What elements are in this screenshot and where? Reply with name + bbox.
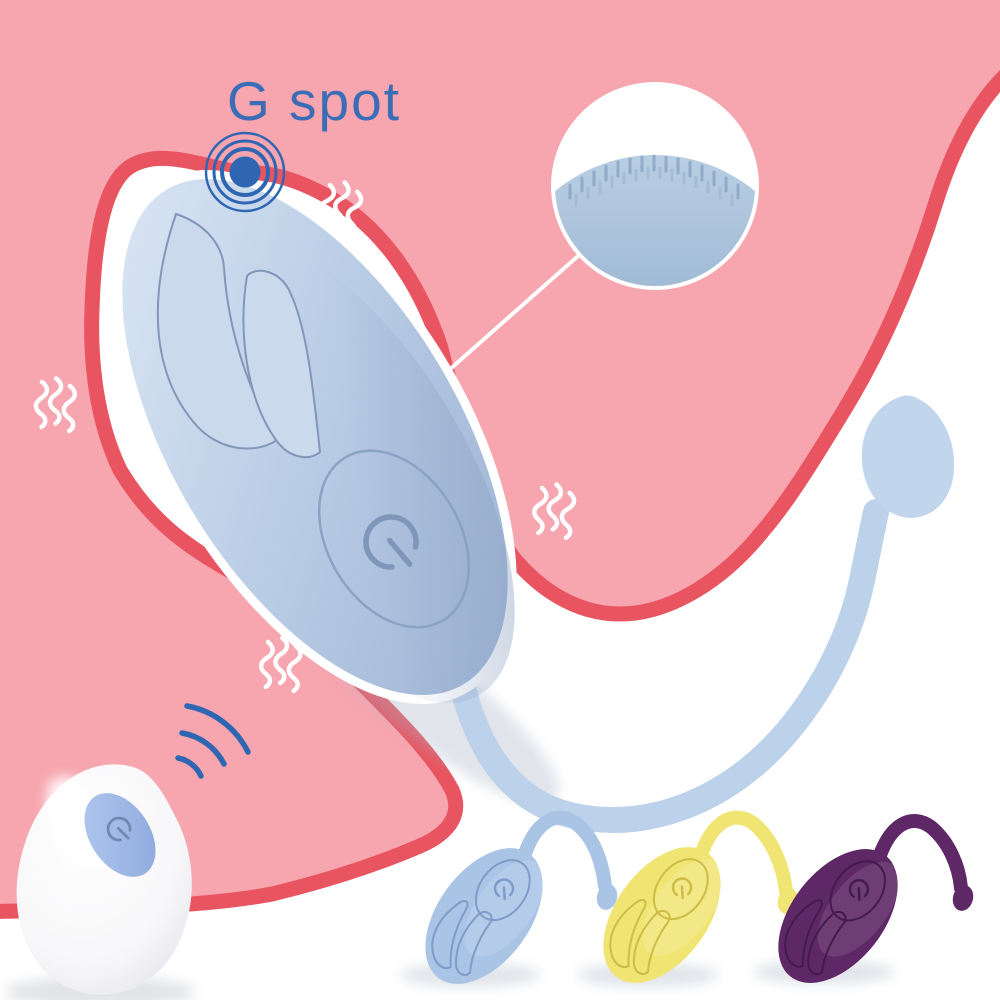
remote-power-button bbox=[84, 793, 156, 877]
texture-bristles-row2 bbox=[574, 166, 734, 207]
variant-egg-highlight bbox=[817, 861, 900, 957]
variant-tail-tip bbox=[596, 884, 618, 910]
variant-tail bbox=[516, 810, 612, 893]
power-icon bbox=[106, 816, 132, 842]
signal-waves-icon bbox=[175, 703, 251, 779]
variant-leaf-large bbox=[431, 900, 469, 970]
magnifier-detail-circle bbox=[438, 82, 759, 380]
power-button-outline bbox=[317, 449, 471, 629]
variant-power-outline bbox=[829, 860, 886, 922]
variant-leaf-large bbox=[784, 899, 823, 968]
power-icon bbox=[848, 879, 870, 901]
egg-leaf-small bbox=[242, 269, 322, 459]
variant-leaf-small bbox=[454, 910, 493, 976]
variant-yellow bbox=[578, 810, 799, 987]
power-icon bbox=[493, 878, 515, 901]
main-product-tail bbox=[443, 499, 889, 833]
target-dot bbox=[229, 156, 261, 188]
variant-tail bbox=[693, 810, 793, 898]
variant-power-outline bbox=[652, 858, 709, 921]
variant-purple bbox=[754, 814, 974, 984]
remote-control bbox=[5, 764, 195, 1000]
power-icon bbox=[363, 514, 419, 570]
variant-leaf-large bbox=[609, 899, 647, 969]
main-product-egg bbox=[113, 170, 517, 704]
power-icon bbox=[671, 877, 693, 900]
variant-leaf-small bbox=[807, 910, 847, 976]
target-rings-icon bbox=[204, 131, 286, 213]
variant-leaf-small bbox=[632, 909, 671, 975]
main-product-tail-bulb bbox=[861, 395, 955, 518]
variant-light-blue bbox=[400, 810, 618, 987]
g-spot-label: G spot bbox=[227, 70, 401, 132]
variant-tail-tip bbox=[952, 885, 974, 911]
variant-tail bbox=[871, 814, 968, 895]
variant-power-outline bbox=[474, 859, 531, 922]
texture-dome bbox=[555, 155, 755, 286]
texture-bristles bbox=[568, 154, 740, 200]
callout-line bbox=[438, 254, 580, 380]
